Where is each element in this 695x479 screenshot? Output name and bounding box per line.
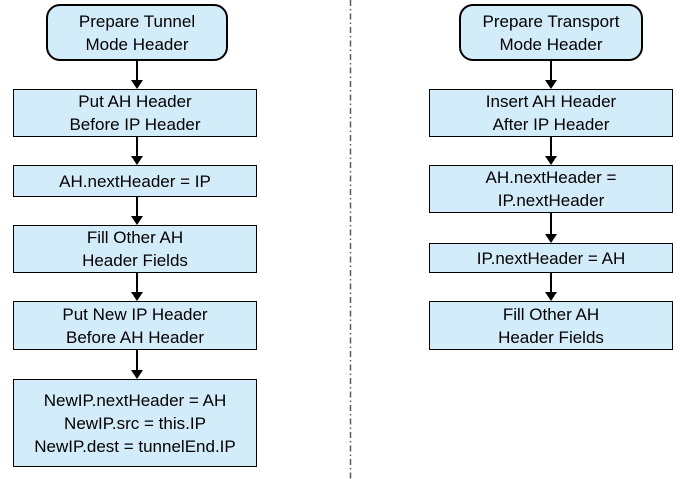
dashed-divider	[349, 0, 352, 479]
down-arrow	[545, 137, 557, 165]
node-put-ah-header-before-ip-header: Put AH Header Before IP Header	[13, 89, 257, 137]
arrow-head-icon	[545, 234, 557, 243]
node-text-line: Before IP Header	[69, 115, 201, 134]
arrow-shaft	[550, 213, 552, 234]
node-text-line: Mode Header	[85, 34, 189, 54]
node-text-line: Mode Header	[499, 34, 603, 54]
arrow-head-icon	[131, 80, 143, 89]
arrow-shaft	[136, 273, 138, 292]
down-arrow	[545, 61, 557, 89]
node-newip-field-assignments: NewIP.nextHeader = AH NewIP.src = this.I…	[13, 379, 257, 467]
node-text-line: Fill Other AH	[86, 228, 184, 247]
node-text-line: Put AH Header	[78, 92, 192, 111]
down-arrow	[131, 273, 143, 301]
down-arrow	[545, 213, 557, 243]
node-text-line: NewIP.src = this.IP	[64, 413, 206, 433]
down-arrow	[131, 61, 143, 89]
node-text-line: IP.nextHeader = AH	[476, 248, 626, 268]
arrow-shaft	[550, 61, 552, 80]
node-text-line: After IP Header	[492, 115, 610, 134]
node-text-line: NewIP.nextHeader = AH	[43, 390, 227, 410]
node-text-line: Fill Other AH	[502, 304, 600, 324]
node-put-new-ip-header-before-ah-header: Put New IP Header Before AH Header	[13, 301, 257, 350]
node-ip-nextheader-equals-ah: IP.nextHeader = AH	[429, 243, 673, 273]
node-text-line: AH.nextHeader = IP	[59, 171, 211, 191]
node-fill-other-ah-header-fields-transport: Fill Other AH Header Fields	[429, 301, 673, 350]
node-text-line: Put New IP Header	[62, 304, 208, 324]
node-text-line: Insert AH Header	[485, 92, 617, 111]
arrow-head-icon	[131, 292, 143, 301]
arrow-shaft	[136, 61, 138, 80]
node-text-line: Prepare Transport	[482, 11, 620, 31]
node-ah-nextheader-equals-ip-nextheader: AH.nextHeader = IP.nextHeader	[429, 165, 673, 213]
down-arrow	[131, 350, 143, 379]
arrow-shaft	[136, 197, 138, 216]
arrow-shaft	[550, 273, 552, 292]
node-text-line: Header Fields	[498, 327, 604, 347]
node-fill-other-ah-header-fields-tunnel: Fill Other AH Header Fields	[13, 225, 257, 273]
node-prepare-tunnel-mode-header: Prepare Tunnel Mode Header	[46, 4, 228, 61]
down-arrow	[131, 137, 143, 165]
arrow-shaft	[550, 137, 552, 156]
arrow-shaft	[136, 350, 138, 370]
arrow-head-icon	[131, 216, 143, 225]
node-prepare-transport-mode-header: Prepare Transport Mode Header	[459, 4, 643, 61]
down-arrow	[131, 197, 143, 225]
down-arrow	[545, 273, 557, 301]
node-text-line: NewIP.dest = tunnelEnd.IP	[34, 436, 236, 456]
arrow-head-icon	[545, 80, 557, 89]
arrow-head-icon	[545, 156, 557, 165]
arrow-head-icon	[545, 292, 557, 301]
node-text-line: Header Fields	[82, 251, 188, 270]
node-text-line: Prepare Tunnel	[78, 11, 196, 31]
node-text-line: IP.nextHeader	[497, 191, 605, 210]
arrow-head-icon	[131, 156, 143, 165]
node-text-line: Before AH Header	[66, 327, 204, 347]
node-ah-nextheader-equals-ip: AH.nextHeader = IP	[13, 165, 257, 197]
node-text-line: AH.nextHeader =	[485, 168, 617, 187]
arrow-head-icon	[131, 370, 143, 379]
node-insert-ah-header-after-ip-header: Insert AH Header After IP Header	[429, 89, 673, 137]
arrow-shaft	[136, 137, 138, 156]
